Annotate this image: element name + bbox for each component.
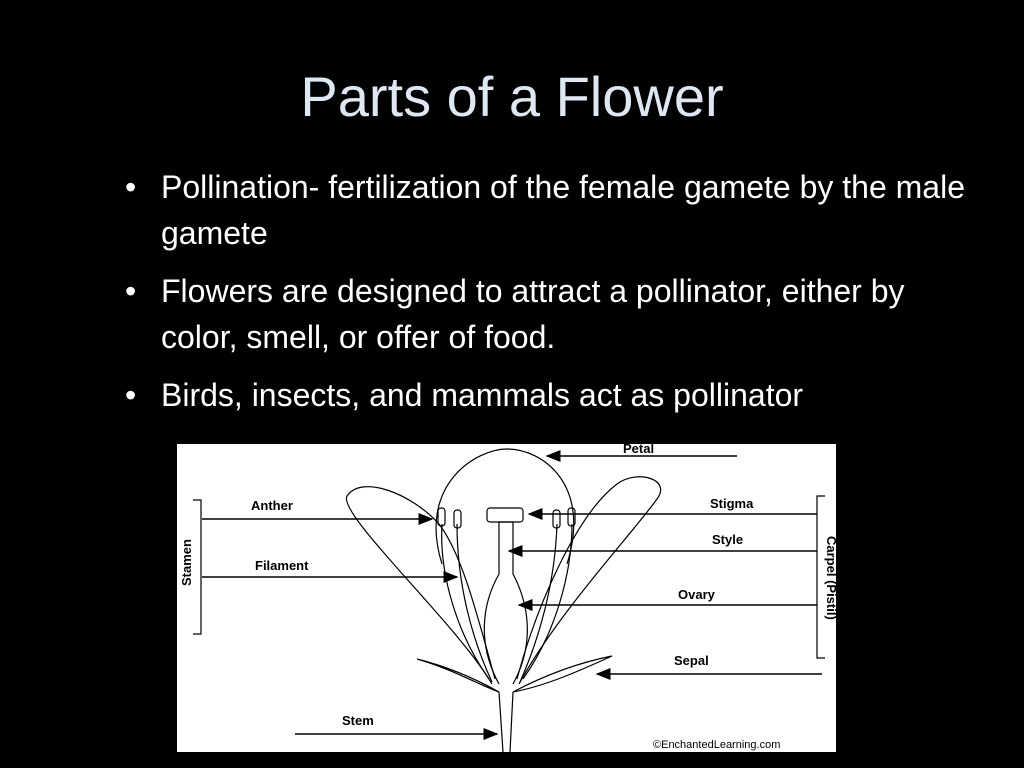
anther-left-outer-shape: [437, 507, 446, 527]
ovary-label: Ovary: [678, 587, 716, 602]
filament-right-inner-shape: [519, 523, 558, 683]
bullet-text: Pollination- fertilization of the female…: [161, 169, 965, 251]
stamen-bracket: [193, 499, 202, 635]
bullet-text: Birds, insects, and mammals act as polli…: [161, 377, 804, 413]
filament-left-inner-shape: [456, 523, 493, 683]
petal-back-shape: [435, 448, 575, 565]
anther-left-inner-shape: [453, 509, 462, 529]
anther-label: Anther: [251, 498, 293, 513]
stem-shape: [498, 691, 514, 752]
carpel-label: Carpel (Pistil): [824, 536, 836, 620]
ovary-shape: [483, 521, 528, 685]
filament-left-outer-shape: [441, 523, 490, 680]
bullet-list: • Pollination- fertilization of the fema…: [120, 164, 980, 430]
bullet-item: • Birds, insects, and mammals act as pol…: [120, 372, 980, 418]
petal-right-shape: [516, 476, 662, 685]
bullet-item: • Pollination- fertilization of the fema…: [120, 164, 980, 256]
petal-left-shape: [345, 486, 496, 685]
filament-right-outer-shape: [522, 523, 573, 680]
filament-label: Filament: [255, 558, 309, 573]
bullet-item: • Flowers are designed to attract a poll…: [120, 268, 980, 360]
stem-label: Stem: [342, 713, 374, 728]
flower-drawing: [345, 448, 662, 752]
sepal-label: Sepal: [674, 653, 709, 668]
anther-right-outer-shape: [567, 507, 576, 527]
sepal-right-shape: [512, 655, 613, 693]
bullet-icon: •: [125, 273, 137, 309]
stigma-shape: [486, 507, 524, 523]
anther-right-inner-shape: [552, 509, 561, 529]
credit-text: ©EnchantedLearning.com: [653, 739, 780, 751]
sepal-left-shape: [416, 658, 500, 693]
style-label: Style: [712, 532, 743, 547]
carpel-bracket: [816, 495, 825, 659]
bullet-icon: •: [125, 169, 137, 205]
stamen-label: Stamen: [179, 539, 194, 586]
bullet-icon: •: [125, 377, 137, 413]
stigma-label: Stigma: [710, 496, 754, 511]
petal-label: Petal: [623, 444, 654, 456]
flower-diagram: Stamen Carpel (Pistil) Petal Anther Fila…: [177, 444, 836, 752]
label-lines: [202, 450, 822, 740]
slide-title: Parts of a Flower: [300, 65, 724, 128]
flower-diagram-svg: Stamen Carpel (Pistil) Petal Anther Fila…: [179, 444, 836, 752]
bullet-text: Flowers are designed to attract a pollin…: [161, 273, 905, 355]
